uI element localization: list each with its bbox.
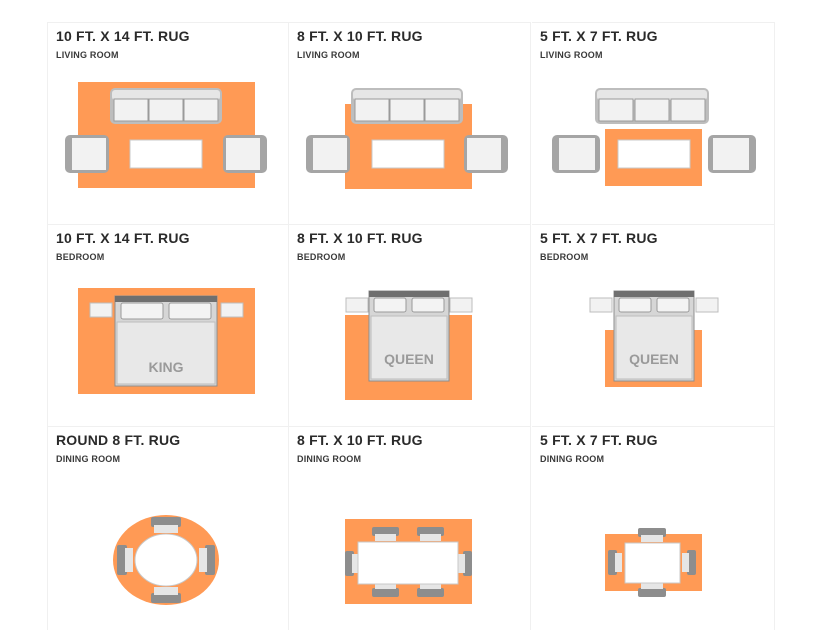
dining-room-diagram — [532, 467, 774, 632]
rug-size-grid: 10 FT. X 14 FT. RUG LIVING ROOM — [47, 22, 775, 630]
sofa-icon — [351, 88, 463, 124]
room-label: BEDROOM — [540, 252, 589, 262]
chair-icon — [608, 550, 622, 575]
chair-icon — [117, 545, 133, 575]
room-label: DINING ROOM — [56, 454, 121, 464]
rug-size-title: 10 FT. X 14 FT. RUG — [56, 28, 190, 44]
chair-icon — [417, 527, 444, 541]
bed-icon — [613, 290, 695, 382]
nightstand — [220, 302, 244, 318]
chair-icon — [372, 582, 399, 597]
room-label: BEDROOM — [56, 252, 105, 262]
rug-size-title: 5 FT. X 7 FT. RUG — [540, 432, 658, 448]
nightstand — [695, 297, 719, 313]
living-room-diagram — [532, 63, 774, 228]
rug-size-title: 5 FT. X 7 FT. RUG — [540, 28, 658, 44]
living-room-diagram — [289, 63, 531, 228]
panel-dining-8x10: 8 FT. X 10 FT. RUG DINING ROOM — [289, 427, 531, 630]
bed-icon — [114, 295, 218, 387]
coffee-table — [129, 139, 203, 169]
rug-size-title: 10 FT. X 14 FT. RUG — [56, 230, 190, 246]
chair-icon — [199, 545, 215, 575]
chair-icon — [345, 551, 359, 576]
rug-size-title: ROUND 8 FT. RUG — [56, 432, 181, 448]
chair-icon — [638, 528, 666, 542]
panel-bedroom-5x7: 5 FT. X 7 FT. RUG BEDROOM QUEEN — [532, 225, 775, 427]
rug-size-title: 8 FT. X 10 FT. RUG — [297, 230, 423, 246]
chair-icon — [638, 582, 666, 597]
room-label: LIVING ROOM — [297, 50, 360, 60]
rug-size-title: 8 FT. X 10 FT. RUG — [297, 28, 423, 44]
bed-size-label: QUEEN — [384, 351, 434, 367]
chair-icon — [151, 587, 181, 603]
nightstand — [89, 302, 113, 318]
bed-icon — [368, 290, 450, 382]
room-label: DINING ROOM — [540, 454, 605, 464]
dining-room-diagram — [48, 467, 290, 632]
coffee-table — [371, 139, 445, 169]
panel-bedroom-8x10: 8 FT. X 10 FT. RUG BEDROOM QUEEN — [289, 225, 531, 427]
panel-dining-round-8: ROUND 8 FT. RUG DINING ROOM — [47, 427, 289, 630]
panel-bedroom-10x14: 10 FT. X 14 FT. RUG BEDROOM KING — [47, 225, 289, 427]
room-label: BEDROOM — [297, 252, 346, 262]
room-label: LIVING ROOM — [56, 50, 119, 60]
bed-size-label: KING — [149, 359, 184, 375]
bed-size-label: QUEEN — [629, 351, 679, 367]
armchair-icon — [552, 135, 600, 173]
bedroom-diagram: QUEEN — [532, 265, 774, 430]
armchair-icon — [708, 135, 756, 173]
chair-icon — [151, 517, 181, 533]
chair-icon — [372, 527, 399, 541]
panel-living-10x14: 10 FT. X 14 FT. RUG LIVING ROOM — [47, 22, 289, 225]
room-label: DINING ROOM — [297, 454, 362, 464]
armchair-icon — [65, 135, 109, 173]
nightstand — [589, 297, 613, 313]
sofa-icon — [595, 88, 709, 124]
armchair-icon — [223, 135, 267, 173]
dining-table — [134, 533, 198, 587]
chair-icon — [682, 550, 696, 575]
panel-living-8x10: 8 FT. X 10 FT. RUG LIVING ROOM — [289, 22, 531, 225]
nightstand — [449, 297, 473, 313]
dining-table — [624, 542, 681, 584]
dining-room-diagram — [289, 467, 531, 632]
room-label: LIVING ROOM — [540, 50, 603, 60]
rug-size-title: 5 FT. X 7 FT. RUG — [540, 230, 658, 246]
panel-living-5x7: 5 FT. X 7 FT. RUG LIVING ROOM — [532, 22, 775, 225]
bedroom-diagram: QUEEN — [289, 265, 531, 430]
chair-icon — [417, 582, 444, 597]
chair-icon — [458, 551, 472, 576]
armchair-icon — [464, 135, 508, 173]
panel-dining-5x7: 5 FT. X 7 FT. RUG DINING ROOM — [532, 427, 775, 630]
coffee-table — [617, 139, 691, 169]
armchair-icon — [306, 135, 350, 173]
nightstand — [345, 297, 369, 313]
sofa-icon — [110, 88, 222, 124]
living-room-diagram — [48, 63, 290, 228]
rug-size-title: 8 FT. X 10 FT. RUG — [297, 432, 423, 448]
dining-table — [357, 541, 459, 585]
bedroom-diagram: KING — [48, 265, 290, 430]
